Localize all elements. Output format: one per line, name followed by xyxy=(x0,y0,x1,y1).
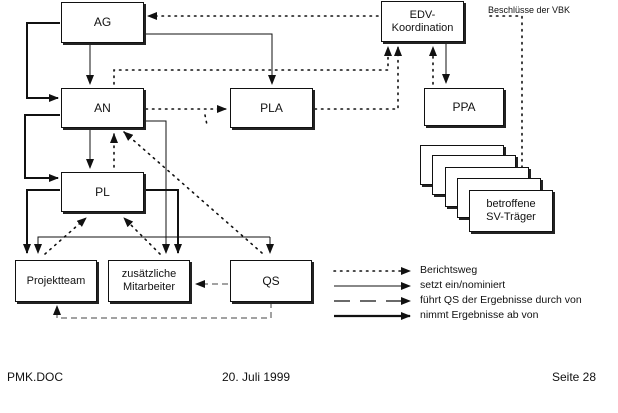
node-pla: PLA xyxy=(230,88,313,128)
footer-filename: PMK.DOC xyxy=(7,370,64,384)
node-pl-label: PL xyxy=(95,184,110,199)
edge-qs-an xyxy=(123,131,263,254)
node-an-label: AN xyxy=(94,100,111,115)
edge-ag-an-loop xyxy=(26,22,60,102)
node-sv-traeger: betroffene SV-Träger xyxy=(469,190,553,232)
node-qs: QS xyxy=(230,260,312,302)
edge-pla-stray xyxy=(204,114,208,126)
legend-label-fuehrt-qs: führt QS der Ergebnisse durch von xyxy=(420,294,582,306)
edge-mitarbeiter-pl xyxy=(123,217,161,255)
edge-pl-projektteam xyxy=(23,189,60,254)
node-mitarbeiter-label-line2: Mitarbeiter xyxy=(123,281,175,293)
edge-an-mitarbeiter xyxy=(144,120,170,254)
node-edv-label-line1: EDV- xyxy=(409,8,436,21)
node-ag-label: AG xyxy=(93,15,112,29)
legend-label-berichtsweg: Berichtsweg xyxy=(420,264,478,276)
node-ag: AG xyxy=(61,2,144,43)
node-pla-label: PLA xyxy=(260,100,283,115)
footer-page-number: Seite 28 xyxy=(552,370,597,384)
edge-an-pl-loop xyxy=(24,114,60,182)
node-projektteam: Projektteam xyxy=(15,260,97,302)
edge-edv-sv xyxy=(489,15,526,178)
edge-projektteam-pl xyxy=(44,217,87,255)
edge-ag-pla xyxy=(144,33,276,85)
node-sv-label-line2: SV-Träger xyxy=(486,211,536,223)
node-projektteam-label: Projektteam xyxy=(26,274,86,287)
node-an: AN xyxy=(61,88,144,128)
edge-pla-edv xyxy=(314,46,402,110)
node-qs-label: QS xyxy=(262,273,280,288)
node-edv-label-line2: Koordination xyxy=(391,21,454,34)
edge-pl-mitarbeiter xyxy=(144,189,182,254)
node-zusaetzliche-mitarbeiter: zusätzliche Mitarbeiter xyxy=(108,260,190,302)
footer-date: 20. Juli 1999 xyxy=(222,370,291,384)
annotation-beschluesse: Beschlüsse der VBK xyxy=(488,5,571,15)
node-sv-label-line1: betroffene xyxy=(486,198,536,210)
node-pl: PL xyxy=(61,172,144,212)
node-ppa: PPA xyxy=(424,88,504,126)
node-edv-koordination: EDV- Koordination xyxy=(381,1,464,42)
node-ppa-label: PPA xyxy=(452,99,476,114)
edge-qs-projektteam xyxy=(53,302,272,319)
legend-label-setzt-ein: setzt ein/nominiert xyxy=(420,279,506,291)
legend-label-nimmt-ab: nimmt Ergebnisse ab von xyxy=(420,309,539,321)
edge-bus-projektteam xyxy=(34,236,270,254)
node-mitarbeiter-label-line1: zusätzliche xyxy=(121,268,177,280)
edge-an-edv xyxy=(113,46,392,85)
